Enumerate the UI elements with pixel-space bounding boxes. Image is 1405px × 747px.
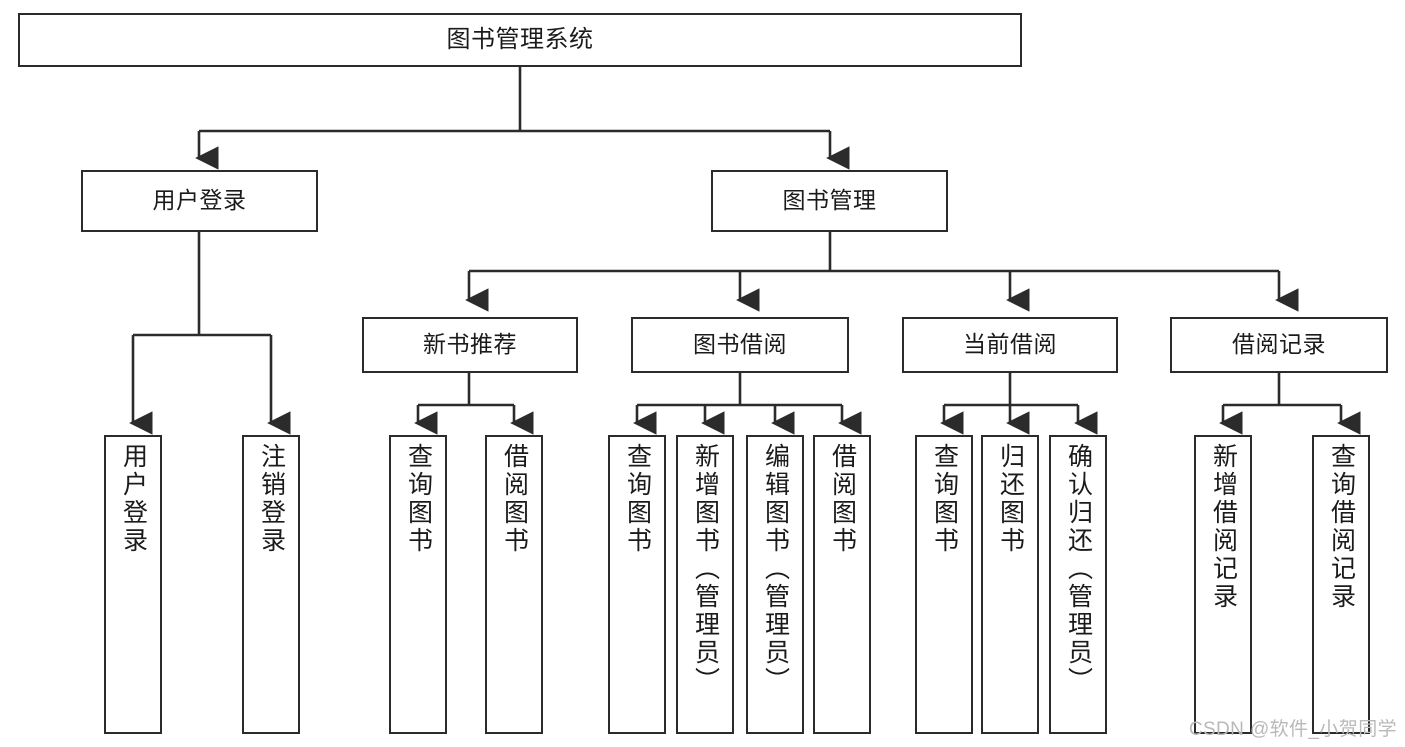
node-leaf-logout-login[interactable]: 注销登录 bbox=[242, 435, 300, 734]
node-root-label: 图书管理系统 bbox=[446, 25, 594, 53]
node-book-borrow[interactable]: 图书借阅 bbox=[631, 317, 849, 373]
node-leaf-query-record-label: 查询借阅记录 bbox=[1327, 443, 1356, 611]
node-leaf-user-login[interactable]: 用户登录 bbox=[104, 435, 162, 734]
node-leaf-query-book-2-label: 查询图书 bbox=[623, 443, 652, 555]
node-leaf-edit-book[interactable]: 编辑图书（管理员） bbox=[746, 435, 804, 734]
node-leaf-add-record-label: 新增借阅记录 bbox=[1209, 443, 1238, 611]
csdn-watermark: CSDN @软件_小贺同学 bbox=[1188, 719, 1397, 740]
node-leaf-confirm-return-label: 确认归还（管理员） bbox=[1064, 443, 1093, 695]
node-leaf-query-book-1[interactable]: 查询图书 bbox=[389, 435, 447, 734]
node-root-library-management-system[interactable]: 图书管理系统 bbox=[18, 13, 1022, 67]
node-current-borrow[interactable]: 当前借阅 bbox=[902, 317, 1118, 373]
node-leaf-query-book-1-label: 查询图书 bbox=[404, 443, 433, 555]
node-borrow-record[interactable]: 借阅记录 bbox=[1170, 317, 1388, 373]
node-leaf-query-record[interactable]: 查询借阅记录 bbox=[1312, 435, 1370, 734]
node-leaf-add-book[interactable]: 新增图书（管理员） bbox=[676, 435, 734, 734]
node-new-book-recommend-label: 新书推荐 bbox=[423, 331, 517, 358]
node-leaf-add-record[interactable]: 新增借阅记录 bbox=[1194, 435, 1252, 734]
node-book-management-label: 图书管理 bbox=[782, 187, 877, 214]
node-leaf-user-login-label: 用户登录 bbox=[119, 443, 148, 555]
node-leaf-logout-login-label: 注销登录 bbox=[257, 443, 286, 555]
node-leaf-query-book-2[interactable]: 查询图书 bbox=[608, 435, 666, 734]
node-borrow-record-label: 借阅记录 bbox=[1232, 331, 1326, 358]
node-leaf-return-book-label: 归还图书 bbox=[996, 443, 1025, 555]
node-book-management[interactable]: 图书管理 bbox=[711, 170, 948, 232]
node-leaf-return-book[interactable]: 归还图书 bbox=[981, 435, 1039, 734]
node-current-borrow-label: 当前借阅 bbox=[963, 331, 1057, 358]
node-leaf-query-book-3-label: 查询图书 bbox=[930, 443, 959, 555]
node-leaf-borrow-book-1[interactable]: 借阅图书 bbox=[485, 435, 543, 734]
node-book-borrow-label: 图书借阅 bbox=[693, 331, 787, 358]
node-leaf-edit-book-label: 编辑图书（管理员） bbox=[761, 443, 790, 695]
node-leaf-query-book-3[interactable]: 查询图书 bbox=[915, 435, 973, 734]
node-new-book-recommend[interactable]: 新书推荐 bbox=[362, 317, 578, 373]
node-user-login-label: 用户登录 bbox=[152, 187, 247, 214]
node-leaf-borrow-book-2-label: 借阅图书 bbox=[828, 443, 857, 555]
node-leaf-add-book-label: 新增图书（管理员） bbox=[691, 443, 720, 695]
node-user-login[interactable]: 用户登录 bbox=[81, 170, 318, 232]
node-leaf-confirm-return[interactable]: 确认归还（管理员） bbox=[1049, 435, 1107, 734]
node-leaf-borrow-book-2[interactable]: 借阅图书 bbox=[813, 435, 871, 734]
node-leaf-borrow-book-1-label: 借阅图书 bbox=[500, 443, 529, 555]
